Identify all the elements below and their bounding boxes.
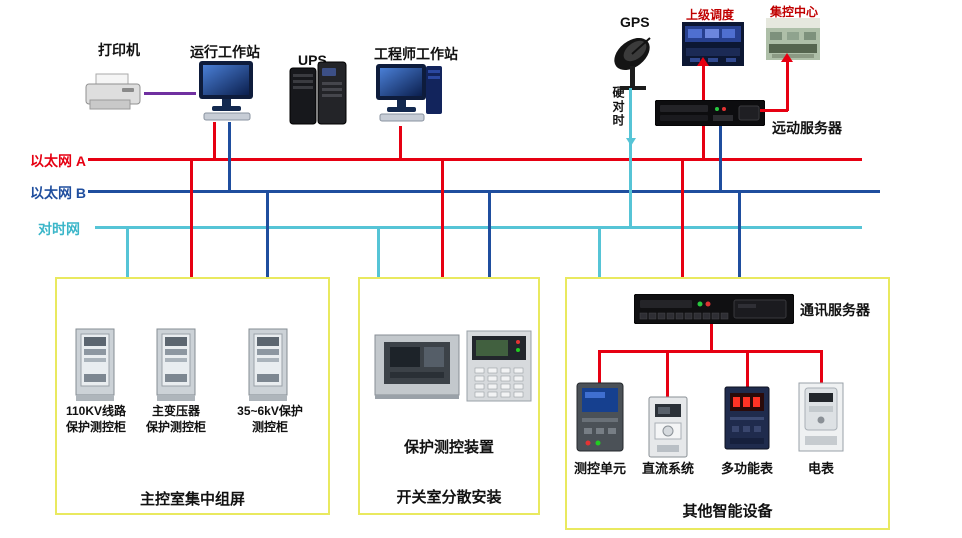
engineer-ws-label: 工程师工作站 — [374, 46, 458, 62]
rightbox-timenet-drop — [598, 229, 601, 277]
operator-ws-neta-link — [213, 122, 216, 158]
control-center-label: 集控中心 — [770, 5, 819, 19]
remote-server-netb-link — [719, 126, 722, 190]
remote-to-controlcenter-link-h — [760, 109, 788, 112]
other-smart-devices-caption: 其他智能设备 — [682, 503, 773, 520]
gps-label: GPS — [620, 14, 650, 30]
ups-image — [289, 61, 347, 125]
rightbox-netb-drop — [738, 193, 741, 295]
superior-dispatch-label: 上级调度 — [686, 8, 735, 22]
comm-server-down-link — [710, 324, 713, 350]
remote-server-label: 远动服务器 — [772, 120, 842, 136]
protection-cabinet-35kv-image — [248, 328, 288, 401]
cabinet-110kv-label: 110KV线路 保护测控柜 — [65, 404, 127, 434]
control-center-image — [766, 18, 820, 60]
hard-time-sync-label: 硬对时 — [611, 86, 625, 128]
energy-meter-label: 电表 — [807, 461, 834, 476]
energy-meter-image — [798, 382, 844, 452]
leftbox-neta-drop — [190, 161, 193, 277]
remote-server-image — [655, 100, 765, 126]
comm-server-image — [634, 294, 794, 324]
operator-ws-label: 运行工作站 — [190, 44, 260, 60]
engineer-ws-neta-link — [399, 126, 402, 158]
protection-cabinet-transformer-image — [156, 328, 196, 401]
switchgear-room-caption: 开关室分散安装 — [396, 489, 502, 506]
protection-device-b-image — [466, 330, 532, 402]
operator-ws-netb-link — [228, 122, 231, 190]
midbox-neta-drop — [441, 161, 444, 277]
midbox-timenet-drop — [377, 229, 380, 277]
dianbiao-link — [820, 350, 823, 383]
zhiliu-link — [666, 350, 669, 398]
multifunction-meter-label: 多功能表 — [720, 461, 773, 476]
gps-antenna-image — [614, 37, 651, 90]
gps-time-arrow-icon — [626, 138, 636, 146]
printer-label: 打印机 — [98, 42, 140, 58]
ethernet-a-bus — [88, 158, 862, 161]
superior-dispatch-image — [682, 22, 744, 66]
remote-server-neta-link — [702, 126, 705, 158]
protection-device-a-image — [374, 334, 460, 399]
engineer-workstation-image — [376, 64, 442, 122]
multifunction-meter-image — [724, 386, 770, 450]
rightbox-neta-drop — [681, 161, 684, 295]
dispatch-arrow-icon — [697, 57, 709, 66]
measure-control-unit-label: 测控单元 — [573, 461, 626, 476]
protection-cabinet-110kv-image — [75, 328, 115, 401]
main-control-room-caption: 主控室集中组屏 — [139, 491, 245, 508]
cabinet-transformer-label: 主变压器 保护测控柜 — [145, 404, 206, 434]
printer-to-workstation-link — [144, 92, 196, 95]
printer-image — [85, 73, 141, 110]
dc-system-label: 直流系统 — [641, 461, 694, 476]
dc-system-image — [648, 396, 688, 458]
cekong-link — [598, 350, 601, 383]
time-net-label: 对时网 — [38, 221, 80, 237]
operator-workstation-image — [199, 61, 253, 121]
protection-device-label: 保护测控装置 — [403, 439, 494, 456]
cabinet-35kv-label: 35~6kV保护 测控柜 — [237, 404, 303, 434]
remote-to-dispatch-link — [702, 66, 705, 100]
leftbox-timenet-drop — [126, 229, 129, 277]
gps-time-link — [629, 88, 632, 226]
remote-to-controlcenter-link — [786, 62, 789, 111]
device-bus-link — [598, 350, 823, 353]
leftbox-netb-drop — [266, 193, 269, 277]
controlcenter-arrow-icon — [781, 53, 793, 62]
measure-control-unit-image — [576, 382, 624, 452]
ethernet-a-label: 以太网 A — [30, 153, 86, 169]
comm-server-label: 通讯服务器 — [800, 302, 870, 318]
ethernet-b-bus — [88, 190, 880, 193]
time-net-bus — [95, 226, 862, 229]
midbox-netb-drop — [488, 193, 491, 277]
ethernet-b-label: 以太网 B — [30, 185, 86, 201]
duogongneng-link — [746, 350, 749, 388]
